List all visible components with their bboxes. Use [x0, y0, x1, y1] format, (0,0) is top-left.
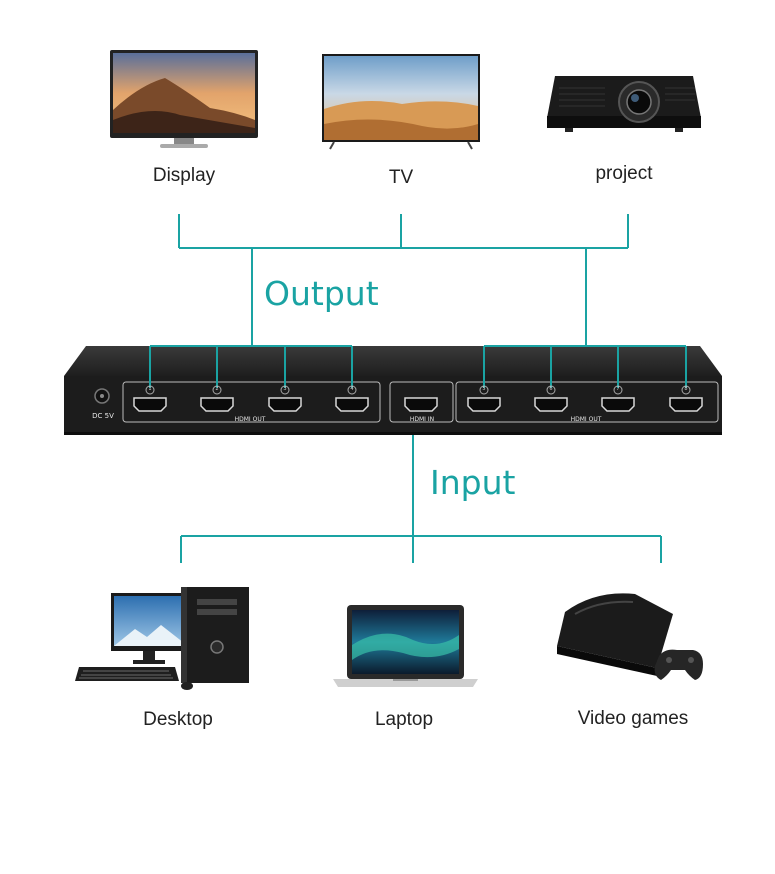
output-label-tv: TV — [388, 167, 414, 188]
port-number: 5 — [482, 386, 486, 392]
input-label-video-games: Video games — [577, 708, 689, 729]
projector — [545, 68, 703, 134]
output-label-display: Display — [152, 165, 216, 186]
port-number: 7 — [616, 386, 620, 392]
dc-5v-label: DC 5V — [92, 412, 114, 420]
laptop — [333, 605, 478, 689]
display-monitor — [110, 50, 258, 150]
port-number: 3 — [283, 386, 287, 392]
projector-icon — [547, 76, 701, 132]
output-label-projector: project — [595, 163, 653, 184]
input-label-laptop: Laptop — [374, 709, 434, 730]
hdmi-in-port — [404, 394, 439, 414]
hdmi-in-label: HDMI IN — [409, 416, 435, 423]
hdmi-out-port-2 — [200, 384, 235, 414]
input-section-title: Input — [430, 463, 516, 502]
input-label-desktop: Desktop — [143, 709, 213, 730]
hdmi-out-port-1 — [133, 384, 168, 414]
hdmi-out-port-3 — [268, 384, 303, 414]
port-number: 4 — [350, 386, 354, 392]
laptop-icon — [333, 605, 478, 687]
monitor-icon — [110, 50, 258, 148]
desktop-computer — [75, 585, 253, 693]
game-console-icon — [557, 593, 703, 680]
port-number: 8 — [684, 386, 688, 392]
hdmi-out-label-left: HDMI OUT — [234, 416, 266, 423]
hdmi-out-port-4 — [335, 384, 370, 414]
tv — [322, 54, 480, 150]
port-number: 6 — [549, 386, 553, 392]
output-section-title: Output — [264, 274, 379, 313]
game-console — [555, 590, 705, 694]
hdmi-out-label-right: HDMI OUT — [570, 416, 602, 423]
port-number: 1 — [148, 386, 152, 392]
hdmi-out-port-5 — [467, 384, 502, 414]
hdmi-out-port-6 — [534, 384, 569, 414]
hdmi-out-port-8 — [669, 384, 704, 414]
desktop-computer-icon — [75, 587, 249, 690]
hdmi-splitter: 1 2 3 4 5 6 7 8 DC 5V HDMI OUT HDMI IN H… — [60, 344, 725, 436]
tv-icon — [322, 54, 480, 150]
port-number: 2 — [215, 386, 219, 392]
hdmi-out-port-7 — [601, 384, 636, 414]
